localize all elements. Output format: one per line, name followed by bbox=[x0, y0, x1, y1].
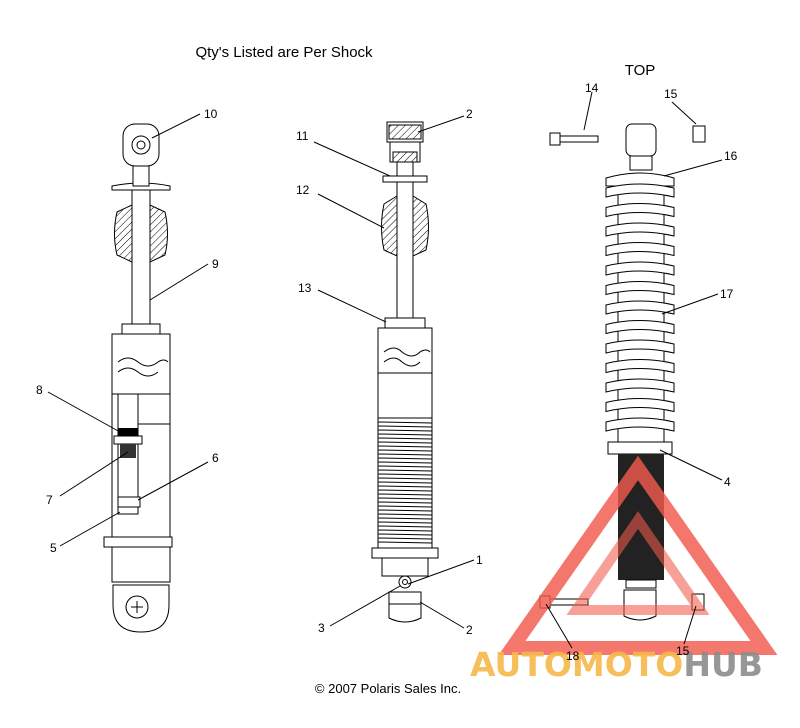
middle-shock-assembly bbox=[371, 121, 439, 623]
nut-top bbox=[692, 125, 706, 143]
thread-line bbox=[377, 453, 433, 456]
thread-line bbox=[377, 437, 433, 440]
spring-coil bbox=[605, 300, 675, 315]
bumper-right bbox=[412, 195, 429, 257]
spring-coil bbox=[605, 398, 675, 413]
callout-7: 7 bbox=[46, 493, 53, 507]
thread-line bbox=[377, 429, 433, 432]
spring-coil bbox=[605, 320, 675, 335]
spring bbox=[605, 183, 675, 432]
thread-line bbox=[377, 501, 433, 504]
callout-16: 16 bbox=[724, 149, 738, 163]
bolt-head bbox=[549, 132, 561, 146]
thread-line bbox=[377, 473, 433, 476]
thread-line bbox=[377, 457, 433, 460]
bumper-right bbox=[149, 204, 168, 263]
callout-17: 17 bbox=[720, 287, 734, 301]
thread-line bbox=[377, 493, 433, 496]
thread-line bbox=[377, 533, 433, 536]
washer bbox=[382, 175, 428, 183]
spring-coil bbox=[605, 242, 675, 257]
thread-line bbox=[377, 449, 433, 452]
callout-1: 1 bbox=[476, 553, 483, 567]
bumper-left bbox=[381, 195, 398, 257]
adjuster-ring bbox=[371, 547, 439, 559]
bottom-bushing bbox=[388, 591, 422, 623]
watermark-triangle bbox=[498, 455, 778, 655]
spring-coil bbox=[605, 183, 675, 198]
thread-line bbox=[377, 505, 433, 508]
thread-line bbox=[377, 441, 433, 444]
spring-coil bbox=[605, 359, 675, 374]
thread-line bbox=[377, 509, 433, 512]
seal-cap bbox=[121, 323, 161, 335]
callout-11: 11 bbox=[296, 129, 309, 143]
thread-line bbox=[377, 525, 433, 528]
spring-coil bbox=[605, 417, 675, 432]
callout-5: 5 bbox=[50, 541, 57, 555]
thread-line bbox=[377, 425, 433, 428]
thread-line bbox=[377, 445, 433, 448]
thread-line bbox=[377, 521, 433, 524]
thread-line bbox=[377, 497, 433, 500]
callout-13: 13 bbox=[298, 281, 312, 295]
bolt-shank bbox=[559, 135, 599, 143]
spring-retainer-bottom bbox=[607, 441, 673, 455]
shaft bbox=[396, 181, 414, 321]
thread-line bbox=[377, 433, 433, 436]
thread-line bbox=[377, 461, 433, 464]
thread-line bbox=[377, 481, 433, 484]
callout-15-bottom: 15 bbox=[676, 644, 690, 658]
callout-14: 14 bbox=[585, 81, 599, 95]
thread-line bbox=[377, 421, 433, 424]
callout-18: 18 bbox=[566, 649, 580, 663]
watermark-logo bbox=[498, 455, 778, 655]
callout-9: 9 bbox=[212, 257, 219, 271]
thread-line bbox=[377, 517, 433, 520]
callout-12: 12 bbox=[296, 183, 310, 197]
thread-line bbox=[377, 489, 433, 492]
callout-8: 8 bbox=[36, 383, 43, 397]
diagram-title: Qty's Listed are Per Shock bbox=[195, 44, 373, 61]
copyright-text: © 2007 Polaris Sales Inc. bbox=[315, 681, 461, 696]
spring-coil bbox=[605, 378, 675, 393]
spring-coil bbox=[605, 261, 675, 276]
thread-line bbox=[377, 477, 433, 480]
callout-15-top: 15 bbox=[664, 87, 678, 101]
thread-line bbox=[377, 537, 433, 540]
seal-nut bbox=[384, 317, 426, 329]
bumper-left bbox=[114, 204, 133, 263]
thread-line bbox=[377, 529, 433, 532]
callout-6: 6 bbox=[212, 451, 219, 465]
thread-line bbox=[377, 485, 433, 488]
left-shock-assembly bbox=[103, 123, 173, 633]
leader-lines bbox=[47, 91, 723, 649]
callout-4: 4 bbox=[724, 475, 731, 489]
watermark-text: AUTOMOTOHUB bbox=[470, 645, 763, 684]
thread-line bbox=[377, 513, 433, 516]
spring-coil bbox=[605, 281, 675, 296]
spring-retainer-top bbox=[605, 172, 675, 187]
callouts: 10 9 8 7 6 5 2 11 12 13 1 3 2 14 15 16 1… bbox=[36, 81, 738, 663]
top-label: TOP bbox=[625, 62, 656, 79]
callout-3: 3 bbox=[318, 621, 325, 635]
thread-line bbox=[377, 465, 433, 468]
spring-coil bbox=[605, 339, 675, 354]
thread-line bbox=[377, 541, 433, 544]
shaft bbox=[131, 189, 151, 326]
body-collar bbox=[103, 536, 173, 548]
thread-line bbox=[377, 469, 433, 472]
spring-coil bbox=[605, 203, 675, 218]
watermark-text-main: AUTOMOTO bbox=[470, 645, 683, 684]
spring-coil bbox=[605, 222, 675, 237]
callout-10: 10 bbox=[204, 107, 218, 121]
callout-2-bottom: 2 bbox=[466, 623, 473, 637]
callout-2-top: 2 bbox=[466, 107, 473, 121]
top-eye bbox=[625, 123, 657, 157]
watermark-text-hub: HUB bbox=[683, 645, 763, 684]
